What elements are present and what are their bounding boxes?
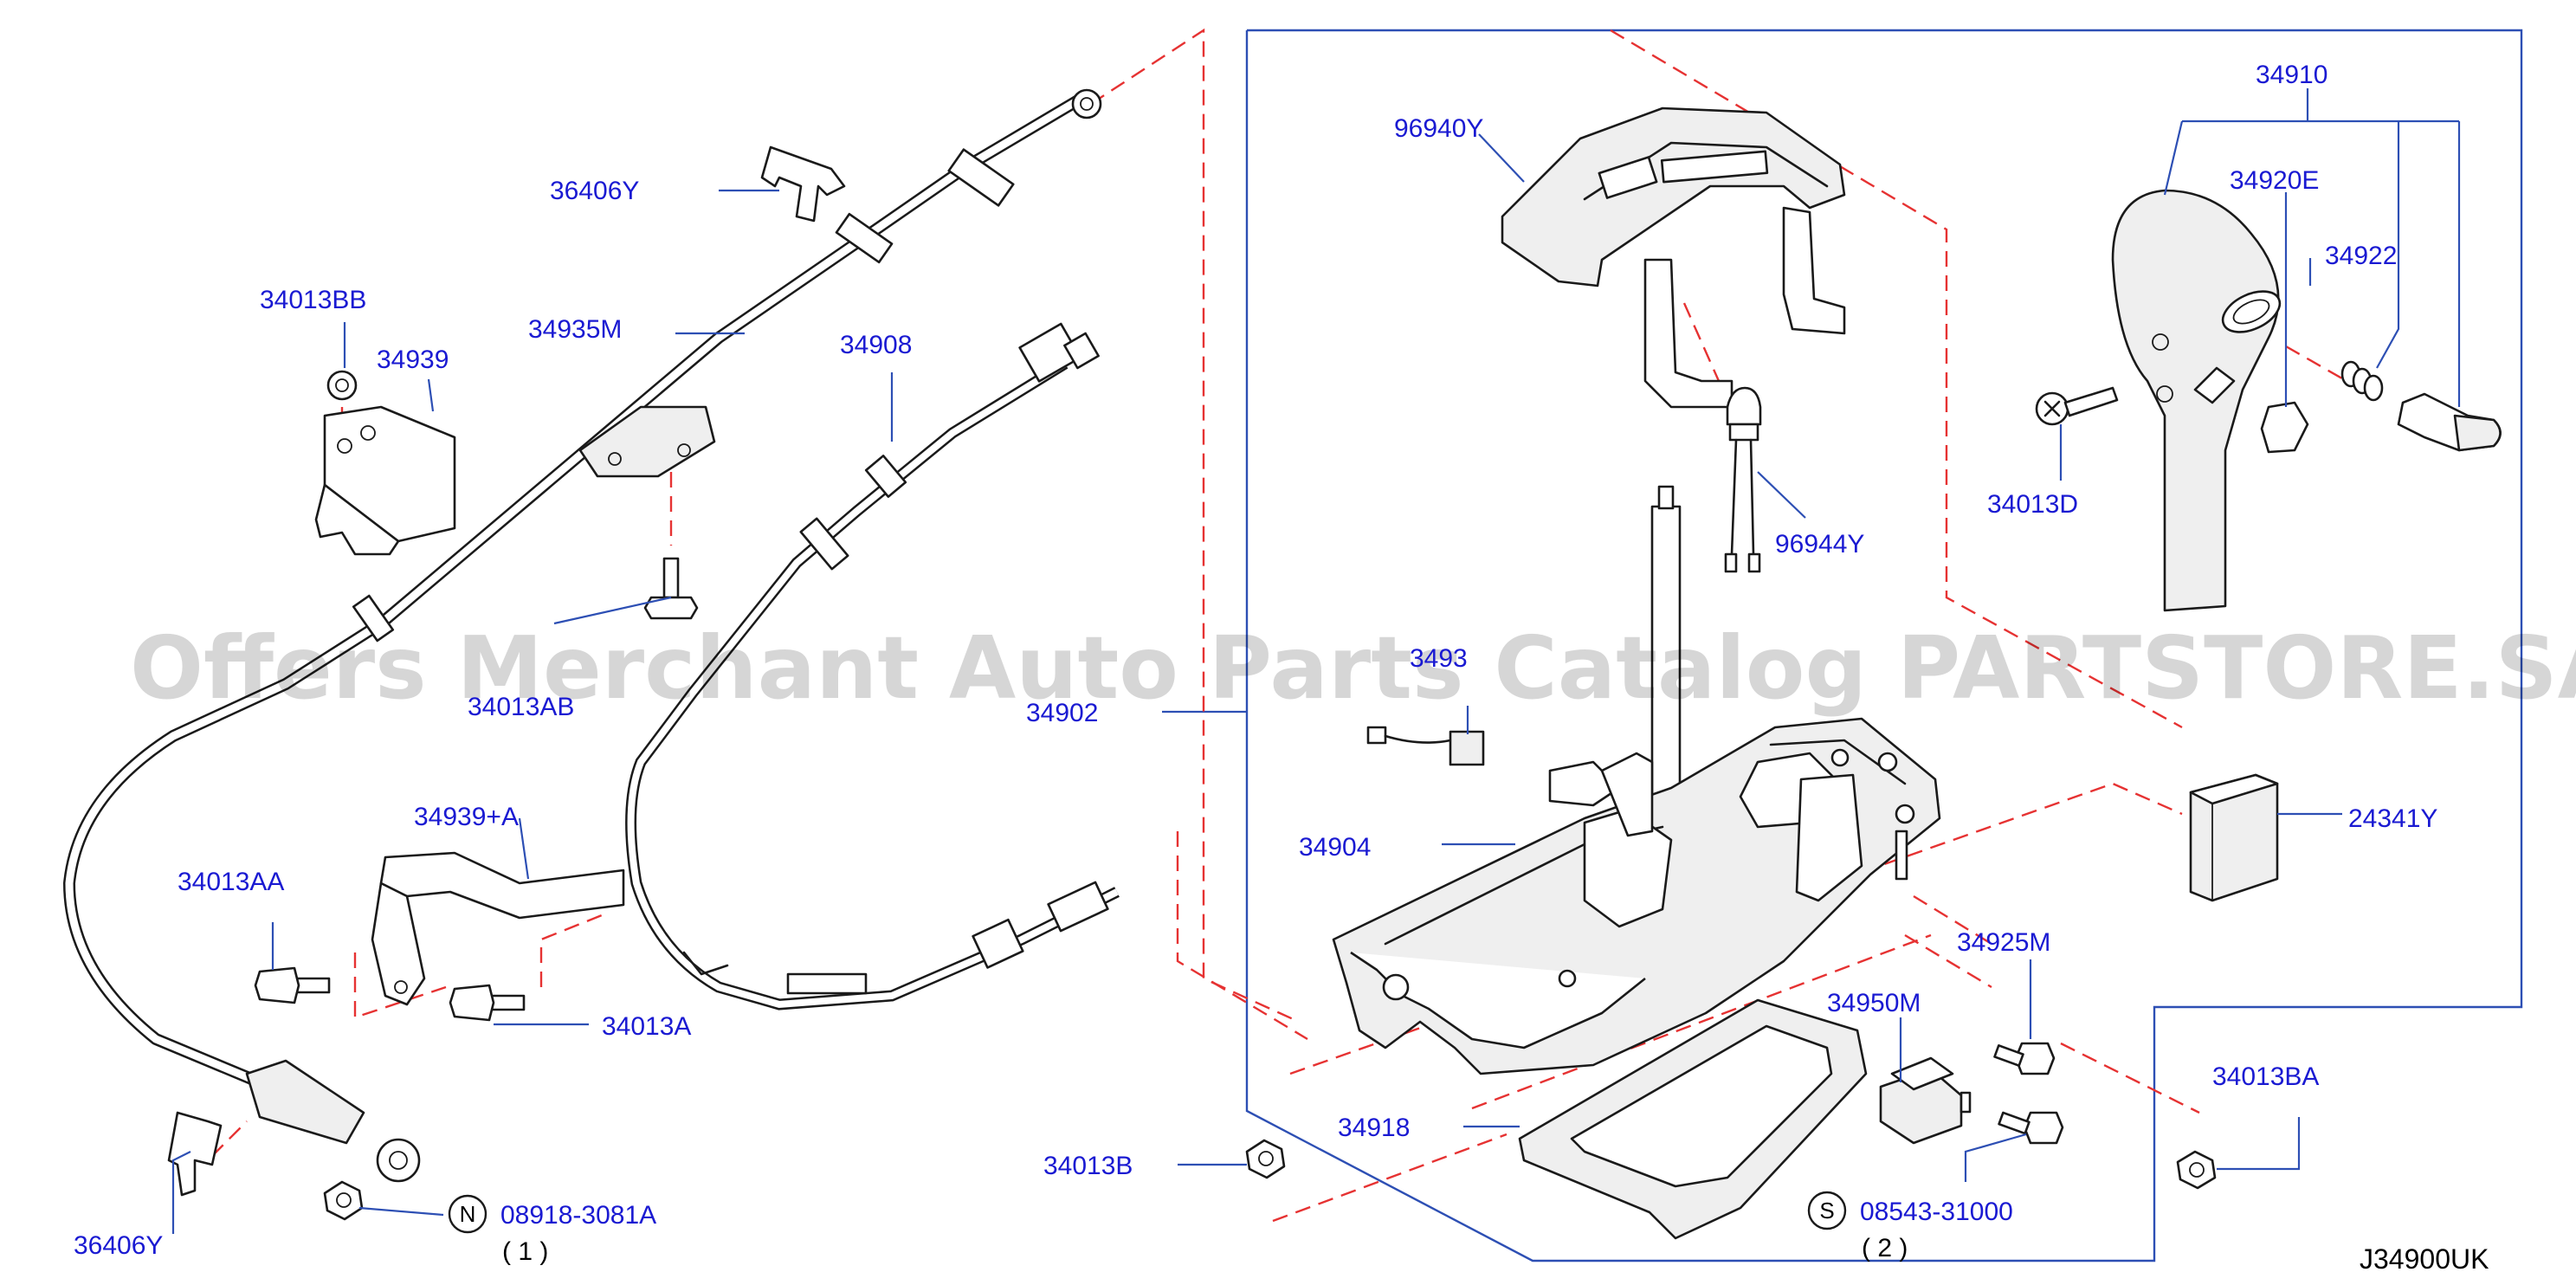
plate-34918 bbox=[1518, 998, 1868, 1240]
bolt-34013AA bbox=[254, 966, 331, 1004]
screw-symbol-circle bbox=[1807, 1191, 1847, 1230]
nut-part-number: 08918-3081A bbox=[500, 1201, 656, 1230]
screw-part-number: 08543-31000 bbox=[1860, 1198, 2013, 1226]
label-36406Y-top: 36406Y bbox=[550, 177, 639, 205]
control-device-34904 bbox=[1332, 485, 1941, 1075]
harness-cable-34908 bbox=[625, 322, 1120, 1011]
bracket-34939A bbox=[371, 851, 625, 1006]
connector-3493x bbox=[1366, 726, 1485, 766]
knob-button-end bbox=[2397, 392, 2502, 452]
indicator-cover-96940Y bbox=[1501, 107, 1846, 409]
bolt-34013AB bbox=[643, 557, 699, 620]
part-labels: 96940Y 34910 34920E 34922 34013D 96944Y … bbox=[74, 61, 2437, 1260]
label-24341Y: 24341Y bbox=[2348, 804, 2437, 833]
nut-34013B bbox=[1245, 1139, 1286, 1179]
screw-08543 bbox=[1998, 1111, 2064, 1145]
label-34939: 34939 bbox=[377, 345, 449, 374]
button-34920E bbox=[2260, 401, 2309, 454]
shift-knob-34910 bbox=[2111, 189, 2282, 612]
leader-lines bbox=[171, 88, 2461, 1234]
label-96944Y: 96944Y bbox=[1775, 530, 1864, 559]
screw-symbol: S bbox=[1819, 1198, 1834, 1224]
diagram-code: J34900UK bbox=[2360, 1243, 2489, 1275]
nut-quantity: ( 1 ) bbox=[502, 1237, 548, 1266]
ref-screw: S 08543-31000 ( 2 ) bbox=[1807, 1191, 2013, 1262]
label-34922: 34922 bbox=[2325, 242, 2397, 270]
bracket-24341Y bbox=[2189, 773, 2279, 902]
label-34918: 34918 bbox=[1338, 1114, 1410, 1142]
label-34904: 34904 bbox=[1299, 833, 1371, 862]
screw-34925M bbox=[1993, 1042, 2056, 1075]
watermark: Offers Merchant Auto Parts Catalog PARTS… bbox=[130, 617, 2576, 719]
nut-symbol-circle bbox=[448, 1194, 487, 1234]
label-34013AB: 34013AB bbox=[468, 693, 574, 721]
label-34902: 34902 bbox=[1026, 699, 1098, 727]
label-34908: 34908 bbox=[840, 331, 912, 359]
bracket-34939 bbox=[314, 370, 456, 556]
label-96940Y: 96940Y bbox=[1394, 114, 1483, 143]
label-34939A: 34939+A bbox=[414, 803, 519, 831]
label-34920E: 34920E bbox=[2230, 166, 2319, 195]
nut-symbol: N bbox=[460, 1201, 476, 1227]
label-34950M: 34950M bbox=[1827, 989, 1921, 1017]
label-34013B: 34013B bbox=[1043, 1152, 1133, 1180]
label-34935M: 34935M bbox=[528, 315, 622, 344]
bulb-96944Y bbox=[1724, 386, 1762, 573]
label-34925M: 34925M bbox=[1957, 928, 2050, 957]
label-34013D: 34013D bbox=[1987, 490, 2078, 519]
label-36406Y-bottom: 36406Y bbox=[74, 1231, 163, 1260]
ref-nut: N 08918-3081A ( 1 ) bbox=[448, 1194, 656, 1266]
nut-34013BA bbox=[2176, 1150, 2217, 1190]
shift-cable-34935M bbox=[63, 88, 1102, 1183]
springs-34922 bbox=[2340, 360, 2384, 402]
clip-36406Y-top bbox=[760, 145, 846, 223]
screw-quantity: ( 2 ) bbox=[1862, 1234, 1908, 1262]
label-34013AA: 34013AA bbox=[178, 868, 284, 896]
label-34013BA: 34013BA bbox=[2212, 1062, 2319, 1091]
clip-36406Y-bottom bbox=[167, 1111, 223, 1197]
switch-34950M bbox=[1879, 1056, 1972, 1145]
label-34013A: 34013A bbox=[602, 1012, 691, 1041]
label-3493x: 3493 bbox=[1410, 644, 1468, 673]
label-34910: 34910 bbox=[2256, 61, 2327, 89]
nut-08918 bbox=[323, 1180, 364, 1221]
bolt-34013A bbox=[449, 984, 526, 1022]
screw-34013D bbox=[2035, 386, 2119, 426]
label-34013BB: 34013BB bbox=[260, 286, 366, 314]
assembly-frame bbox=[1245, 29, 2523, 1262]
